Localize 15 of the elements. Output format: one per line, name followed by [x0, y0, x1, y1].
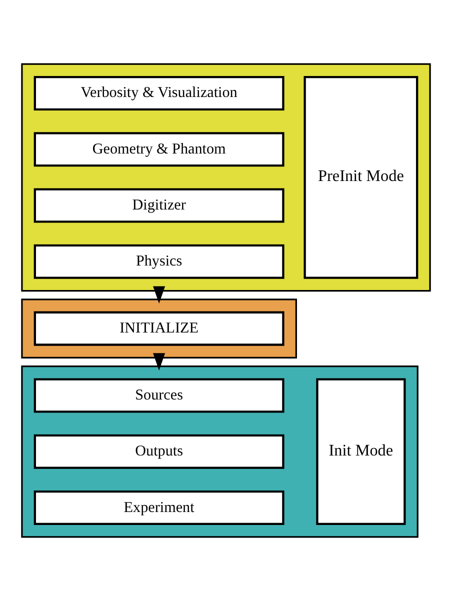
node-box: Physics — [33, 244, 284, 279]
node-box: Init Mode — [316, 378, 406, 526]
arrow — [152, 286, 165, 304]
node-box: Experiment — [33, 490, 284, 526]
node-box: Digitizer — [33, 188, 284, 223]
node-box: Outputs — [33, 434, 284, 469]
node-box: Verbosity & Visualization — [33, 76, 284, 110]
cluster — [20, 63, 430, 292]
node-box: PreInit Mode — [303, 76, 418, 279]
cluster — [20, 298, 296, 359]
arrow — [152, 353, 165, 370]
node-box: INITIALIZE — [33, 311, 284, 346]
cluster — [20, 366, 418, 538]
node-box: Geometry & Phantom — [33, 132, 284, 167]
node-box: Sources — [33, 378, 284, 413]
